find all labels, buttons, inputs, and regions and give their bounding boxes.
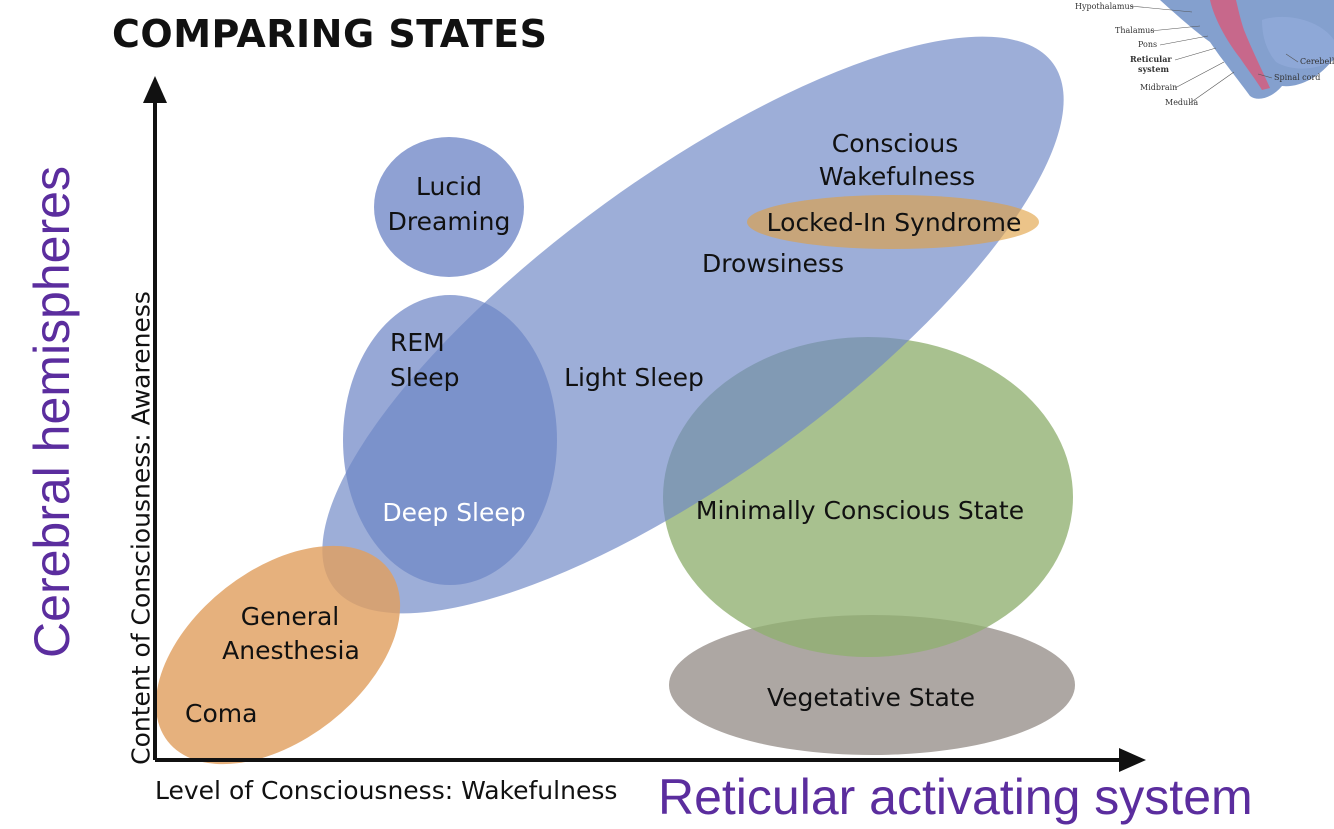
- reticular-activating-system-label: Reticular activating system: [658, 769, 1253, 825]
- brain-label-hypothalamus: Hypothalamus: [1075, 2, 1134, 11]
- label-coma: Coma: [185, 699, 257, 728]
- vegetative-state-region: [669, 615, 1075, 755]
- label-light-sleep: Light Sleep: [564, 363, 704, 392]
- label-lucid-line1: Lucid: [416, 172, 482, 201]
- brain-label-thalamus: Thalamus: [1115, 26, 1154, 35]
- x-axis-arrow: [1119, 748, 1146, 772]
- label-rem-line1: REM: [390, 328, 445, 357]
- x-axis-label: Level of Consciousness: Wakefulness: [155, 776, 618, 805]
- y-axis-label: Content of Consciousness: Awareness: [126, 291, 156, 765]
- brain-label-medulla: Medulla: [1165, 98, 1198, 107]
- brain-label-cerebellum: Cerebelli: [1300, 57, 1334, 66]
- label-conscious-line2: Wakefulness: [819, 162, 975, 191]
- brain-label-system: system: [1138, 64, 1169, 74]
- label-anesthesia-line1: General: [241, 602, 340, 631]
- lucid-dreaming-region: [374, 137, 524, 277]
- label-rem-line2: Sleep: [390, 363, 459, 392]
- brain-label-midbrain: Midbrain: [1140, 83, 1177, 92]
- label-deep-sleep: Deep Sleep: [382, 498, 525, 527]
- sleep-wake-region: [322, 36, 1064, 614]
- brain-inset-cerebellum: [1262, 16, 1334, 69]
- y-axis-arrow: [143, 76, 167, 103]
- brain-label-reticular: Reticular: [1130, 54, 1172, 64]
- brain-anatomy-inset: Hypothalamus Thalamus Pons Reticular sys…: [1075, 0, 1334, 107]
- label-drowsiness: Drowsiness: [702, 249, 844, 278]
- brain-label-pons: Pons: [1138, 40, 1157, 49]
- brain-label-spinal-cord: Spinal cord: [1274, 73, 1320, 82]
- label-vegetative: Vegetative State: [767, 683, 975, 712]
- label-minimally-conscious: Minimally Conscious State: [696, 496, 1024, 525]
- label-conscious-line1: Conscious: [832, 129, 958, 158]
- cerebral-hemispheres-label: Cerebral hemispheres: [24, 166, 80, 658]
- locked-in-region: [747, 195, 1039, 249]
- label-locked-in: Locked-In Syndrome: [767, 208, 1022, 237]
- slide-title: COMPARING STATES: [112, 12, 548, 56]
- label-lucid-line2: Dreaming: [388, 207, 511, 236]
- anesthesia-coma-region: [155, 545, 401, 765]
- brain-inset-core: [1210, 0, 1270, 90]
- label-anesthesia-line2: Anesthesia: [222, 636, 360, 665]
